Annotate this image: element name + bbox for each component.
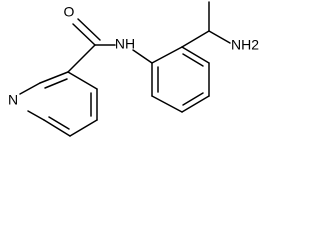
bond-benz-2-3-inner	[182, 53, 204, 67]
bond-pyr-c6-c1-inner	[48, 116, 70, 130]
bond-pyr-c3-c4	[67, 71, 98, 90]
bond-benz-2-3	[181, 46, 210, 64]
pyridine-ring	[19, 71, 98, 137]
bond-carbonyl-o	[72, 23, 96, 46]
oxygen-atom-label: O	[64, 4, 75, 20]
bond-chiral-c-nh2	[208, 30, 231, 44]
bond-pyr-c1-n	[27, 110, 45, 121]
bond-benz-4-5-inner	[182, 92, 204, 106]
bond-nh-phenyl	[132, 49, 153, 64]
bond-benz-4-5	[181, 95, 210, 113]
bond-pyr-c6-c1	[43, 119, 71, 137]
bond-pyr-c2-c3	[39, 71, 69, 84]
bond-ring-carbonyl	[67, 44, 96, 73]
aminoethyl-group	[181, 1, 231, 48]
amide-group	[67, 18, 153, 73]
benzene-ring	[151, 46, 210, 113]
bond-benz-5-6	[151, 95, 183, 113]
bond-carbonyl-o-double	[77, 18, 101, 41]
amide-nh-label: NH	[115, 36, 135, 52]
bond-pyr-c2-c3-inner	[44, 78, 68, 89]
pyridine-nitrogen-label: N	[8, 92, 18, 108]
structural-formula: O NH N NH2	[8, 1, 259, 137]
bond-benz-1-2	[151, 46, 183, 64]
amine-nh2-label: NH2	[231, 37, 259, 53]
bond-pyr-c5-c6	[69, 119, 98, 137]
bond-pyr-n-c2	[19, 82, 41, 95]
bond-ring-chiral-c	[181, 30, 210, 48]
